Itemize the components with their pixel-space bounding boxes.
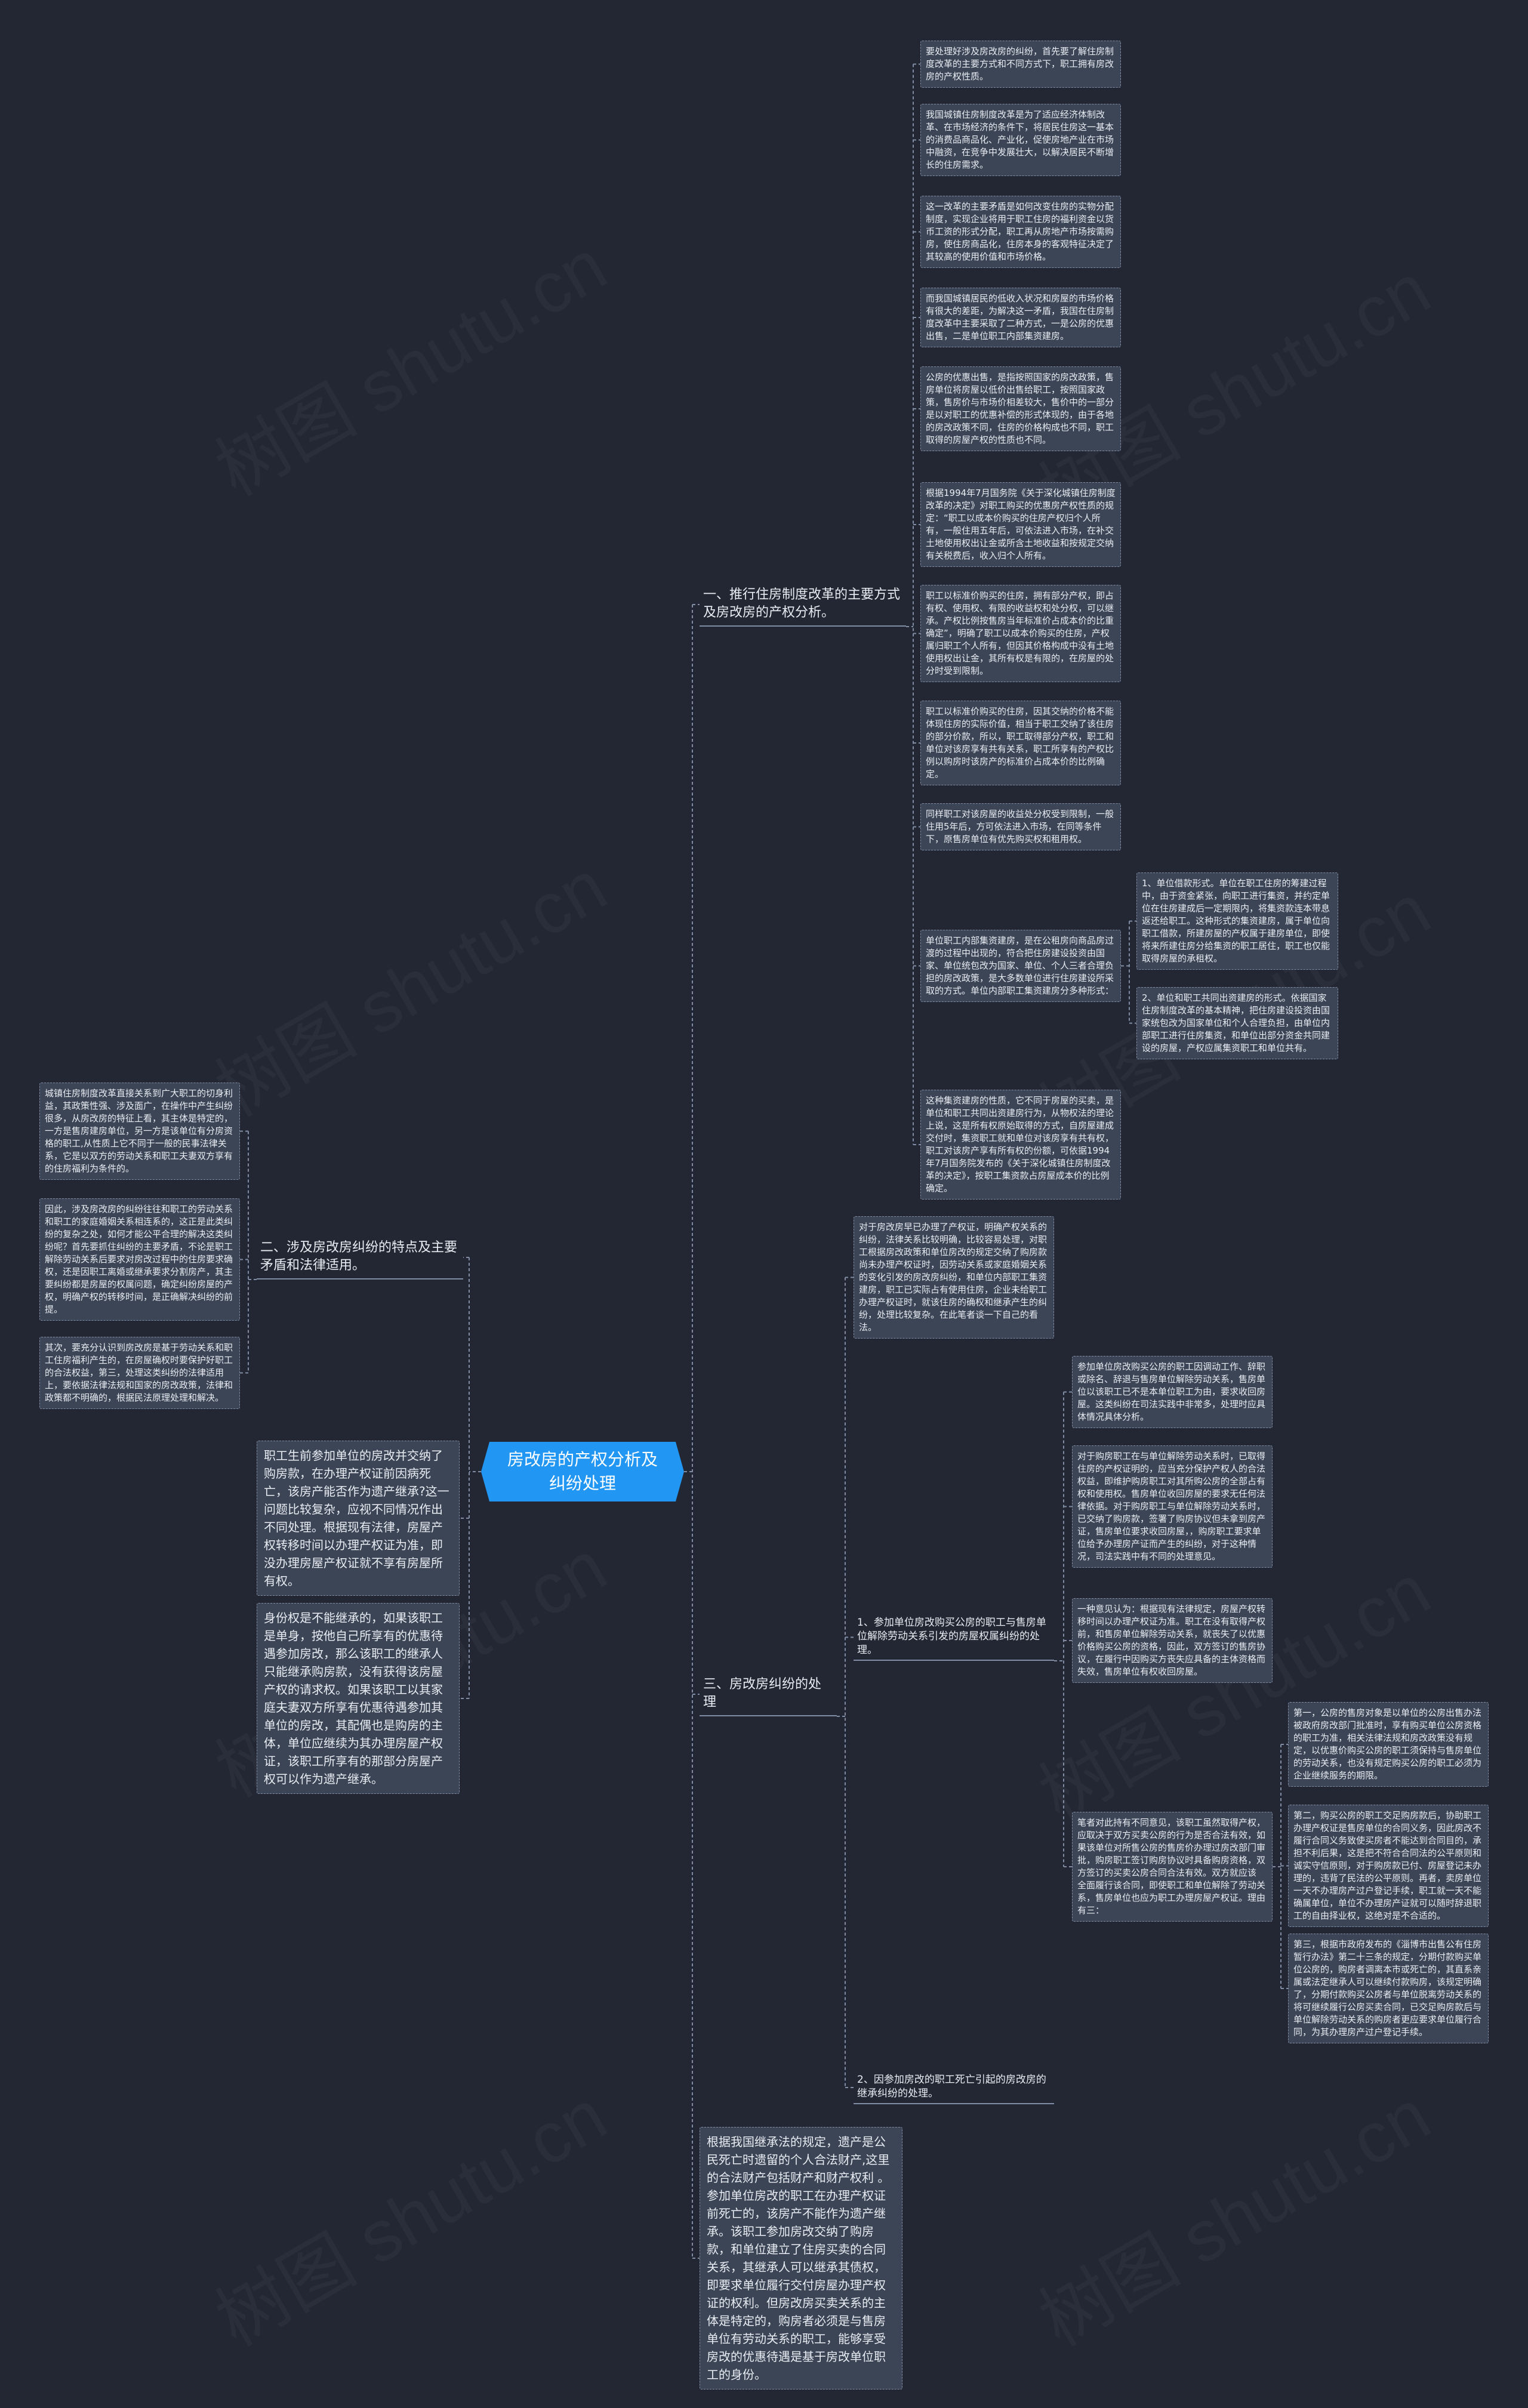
bottom-note-box[interactable]: 根据我国继承法的规定，遗产是公民死亡时遗留的个人合法财产,这里的合法财产包括财产…: [700, 2127, 902, 2389]
branch-3-reason[interactable]: 第三，根据市政府发布的《淄博市出售公有住房暂行办法》第二十三条的规定，分期付款购…: [1288, 1934, 1489, 2043]
branch-3-reason[interactable]: 第一，公房的售房对象是以单位的公房出售办法被政府房改部门批准时，享有购买单位公房…: [1288, 1702, 1489, 1787]
branch-1-item[interactable]: 这种集资建房的性质，它不同于房屋的买卖，是单位和职工共同出资建房行为，从物权法的…: [920, 1090, 1121, 1200]
branch-1-subitem[interactable]: 1、单位借款形式。单位在职工住房的筹建过程中，由于资金紧张，向职工进行集资，并约…: [1136, 872, 1338, 970]
left-note-box[interactable]: 身份权是不能继承的，如果该职工是单身，按他自己所享有的优惠待遇参加房改，那么该职…: [257, 1603, 460, 1794]
branch-1-item[interactable]: 我国城镇住房制度改革是为了适应经济体制改革、在市场经济的条件下，将居民住房这一基…: [920, 104, 1121, 176]
branch-3-sub-2-title[interactable]: 2、因参加房改的职工死亡引起的房改房的继承纠纷的处理。: [854, 2071, 1054, 2104]
branch-1-item[interactable]: 单位职工内部集资建房，是在公租房向商品房过渡的过程中出现的，符合把住房建设投资由…: [920, 930, 1121, 1002]
branch-1-item[interactable]: 根据1994年7月国务院《关于深化城镇住房制度改革的决定》对职工购买的优惠房产权…: [920, 482, 1121, 567]
branch-1-subitem[interactable]: 2、单位和职工共同出资建房的形式。依据国家住房制度改革的基本精神，把住房建设投资…: [1136, 987, 1338, 1059]
branch-3-sub-1-item[interactable]: 一种意见认为：根据现有法律规定，房屋产权转移时间以办理产权证为准。职工在没有取得…: [1072, 1598, 1273, 1683]
branch-2-item[interactable]: 城镇住房制度改革直接关系到广大职工的切身利益，其政策性强、涉及面广，在操作中产生…: [39, 1083, 240, 1180]
branch-1-item[interactable]: 要处理好涉及房改房的纠纷，首先要了解住房制度改革的主要方式和不同方式下，职工拥有…: [920, 41, 1121, 88]
branch-3-sub-1-item[interactable]: 对于购房职工在与单位解除劳动关系时，已取得住房的产权证明的，应当充分保护产权人的…: [1072, 1445, 1273, 1568]
branch-2-title[interactable]: 二、涉及房改房纠纷的特点及主要矛盾和法律适用。: [257, 1235, 463, 1279]
branch-1-item[interactable]: 而我国城镇居民的低收入状况和房屋的市场价格有很大的差距，为解决这一矛盾，我国在住…: [920, 288, 1121, 347]
branch-3-sub-1-item[interactable]: 参加单位房改购买公房的职工因调动工作、辞职或除名、辞退与售房单位解除劳动关系，售…: [1072, 1356, 1273, 1428]
branch-3-reason[interactable]: 第二，购买公房的职工交足购房款后，协助职工办理产权证是售房单位的合同义务，因此房…: [1288, 1805, 1489, 1927]
branch-1-item[interactable]: 职工以标准价购买的住房，因其交纳的价格不能体现住房的实际价值，相当于职工交纳了该…: [920, 701, 1121, 785]
branch-1-item[interactable]: 职工以标准价购买的住房，拥有部分产权，即占有权、使用权、有限的收益权和处分权，可…: [920, 585, 1121, 682]
branch-3-intro[interactable]: 对于房改房早已办理了产权证，明确产权关系的纠纷，法律关系比较明确，比较容易处理，…: [854, 1216, 1054, 1339]
branch-3-title[interactable]: 三、房改房纠纷的处理: [700, 1672, 837, 1716]
branch-3-sub-1-title[interactable]: 1、参加单位房改购买公房的职工与售房单位解除劳动关系引发的房屋权属纠纷的处理。: [854, 1614, 1054, 1661]
branch-1-item[interactable]: 公房的优惠出售，是指按照国家的房改政策，售房单位将房屋以低价出售给职工，按照国家…: [920, 366, 1121, 451]
branch-2-item[interactable]: 其次，要充分认识到房改房是基于劳动关系和职工住房福利产生的，在房屋确权时要保护好…: [39, 1337, 240, 1409]
root-topic[interactable]: 房改房的产权分析及纠纷处理: [481, 1442, 684, 1501]
branch-3-sub-1-item[interactable]: 笔者对此持有不同意见，该职工虽然取得产权，应取决于双方买卖公房的行为是否合法有效…: [1072, 1812, 1273, 1922]
branch-2-item[interactable]: 因此，涉及房改房的纠纷往往和职工的劳动关系和职工的家庭婚姻关系相连系的，这正是此…: [39, 1198, 240, 1321]
branch-1-title[interactable]: 一、推行住房制度改革的主要方式及房改房的产权分析。: [700, 582, 906, 627]
branch-1-item[interactable]: 同样职工对该房屋的收益处分权受到限制，一般住用5年后，方可依法进入市场，在同等条…: [920, 803, 1121, 850]
branch-1-item[interactable]: 这一改革的主要矛盾是如何改变住房的实物分配制度，实现企业将用于职工住房的福利资金…: [920, 196, 1121, 268]
left-note-box[interactable]: 职工生前参加单位的房改并交纳了购房款，在办理产权证前因病死亡，该房产能否作为遗产…: [257, 1441, 460, 1596]
